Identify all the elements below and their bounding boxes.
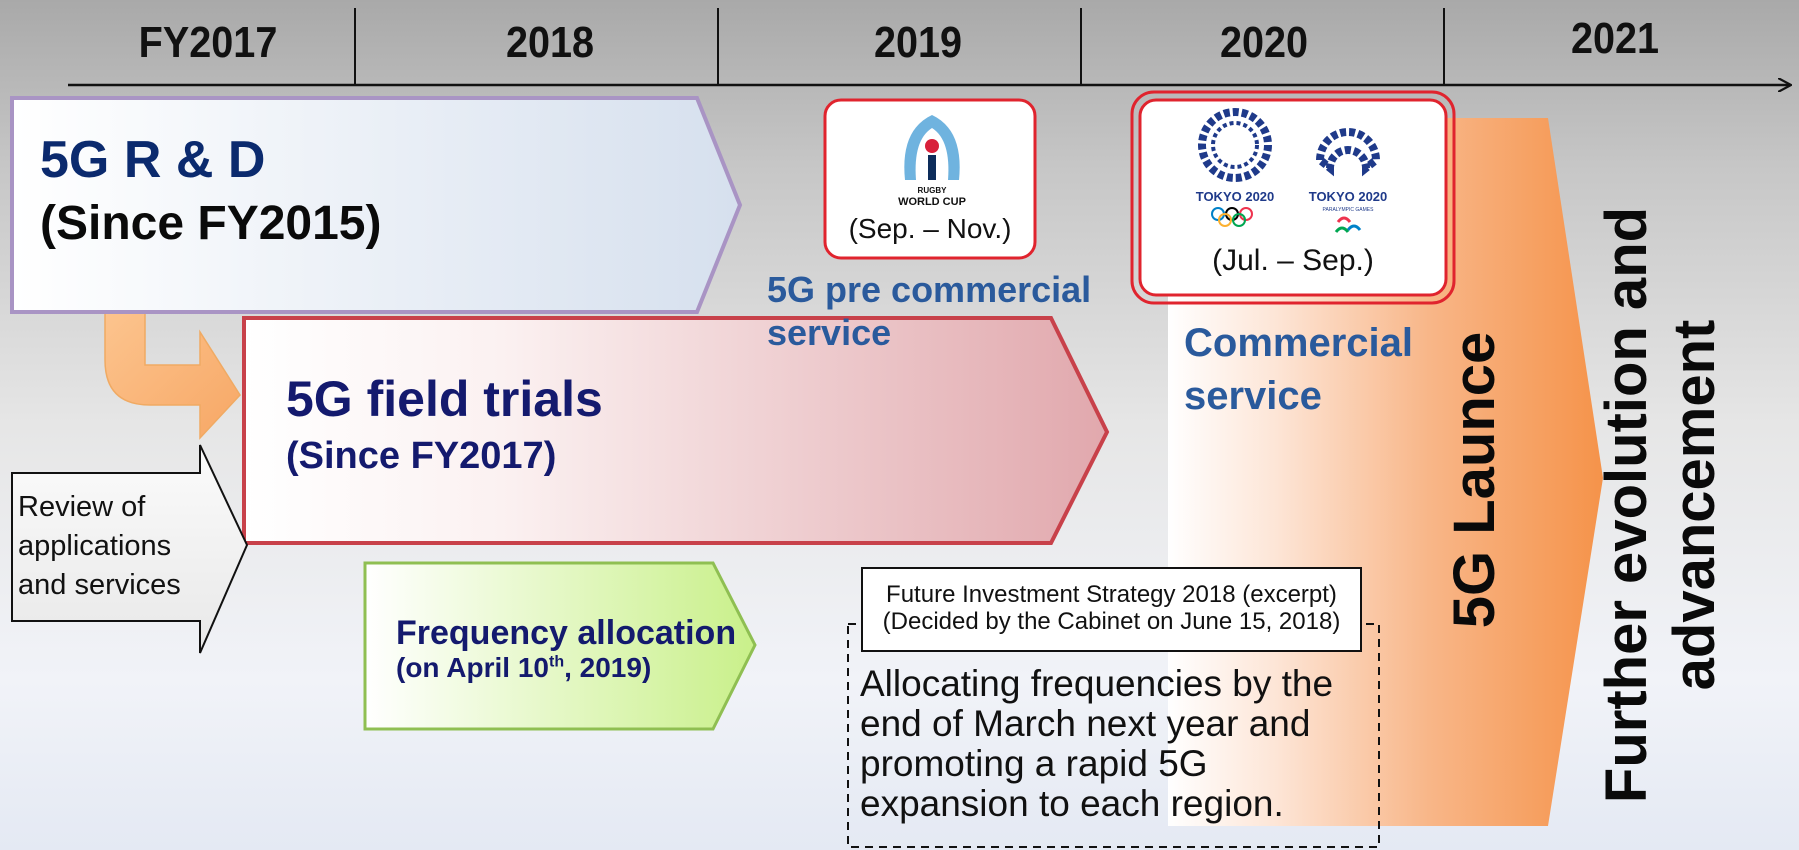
- frequency-title: Frequency allocation: [396, 614, 737, 652]
- paralympic-agitos-icon: [1334, 216, 1362, 233]
- rugby-world-cup-logo: RUGBY WORLD CUP: [892, 108, 972, 208]
- rd-subtitle: (Since FY2015): [40, 197, 382, 250]
- rd-title: 5G R & D: [40, 131, 266, 189]
- review-line: applications: [18, 530, 172, 562]
- bent-arrow-shape: [104, 311, 241, 440]
- svg-text:TOKYO 2020: TOKYO 2020: [1309, 189, 1388, 204]
- rugby-dates: (Sep. – Nov.): [848, 213, 1012, 244]
- olympic-rings-icon: [1211, 207, 1253, 227]
- rd-arrow-shape: [10, 96, 743, 314]
- field-trials-title: 5G field trials: [286, 371, 603, 427]
- year-label: 2020: [1219, 18, 1309, 67]
- frequency-subtitle: (on April 10th, 2019): [396, 652, 652, 683]
- strategy-body: Allocating frequencies by the end of Mar…: [860, 664, 1333, 824]
- strategy-body-line: end of March next year and: [860, 703, 1311, 744]
- review-line: and services: [18, 569, 181, 601]
- strategy-body-line: promoting a rapid 5G: [860, 743, 1208, 784]
- field-trials-arrow-shape: [242, 316, 1110, 545]
- year-label: FY2017: [138, 18, 278, 67]
- year-label: 2018: [505, 18, 595, 67]
- olympics-dates: (Jul. – Sep.): [1212, 244, 1374, 277]
- further-evolution-label: Further evolution and advancement: [1594, 206, 1727, 804]
- field-trials-subtitle: (Since FY2017): [286, 435, 557, 477]
- strategy-title-box: [861, 567, 1362, 652]
- launch-label: 5G Launce: [1442, 331, 1507, 629]
- olympics-event-box-outer: [1130, 90, 1456, 305]
- review-callout-shape: [11, 444, 249, 654]
- svg-text:PARALYMPIC GAMES: PARALYMPIC GAMES: [1323, 207, 1375, 213]
- commercial-service-label: Commercial service: [1184, 321, 1413, 418]
- tokyo2020-olympic-emblem: TOKYO 2020: [1196, 108, 1275, 227]
- strategy-title: Future Investment Strategy 2018 (excerpt…: [882, 581, 1341, 635]
- frequency-arrow-shape: [363, 561, 757, 731]
- svg-text:WORLD CUP: WORLD CUP: [898, 196, 966, 208]
- pre-commercial-label: 5G pre commercial service: [767, 269, 1092, 353]
- tokyo2020-paralympic-emblem: TOKYO 2020 PARALYMPIC GAMES: [1305, 103, 1391, 245]
- year-label: 2019: [873, 18, 963, 67]
- review-callout-text: Review of applications and services: [18, 488, 181, 605]
- strategy-body-line: expansion to each region.: [860, 783, 1284, 824]
- svg-text:RUGBY: RUGBY: [918, 186, 948, 195]
- review-line: Review of: [18, 491, 146, 523]
- strategy-body-line: Allocating frequencies by the: [860, 663, 1334, 704]
- year-label: 2021: [1570, 14, 1660, 63]
- svg-text:TOKYO 2020: TOKYO 2020: [1196, 189, 1275, 204]
